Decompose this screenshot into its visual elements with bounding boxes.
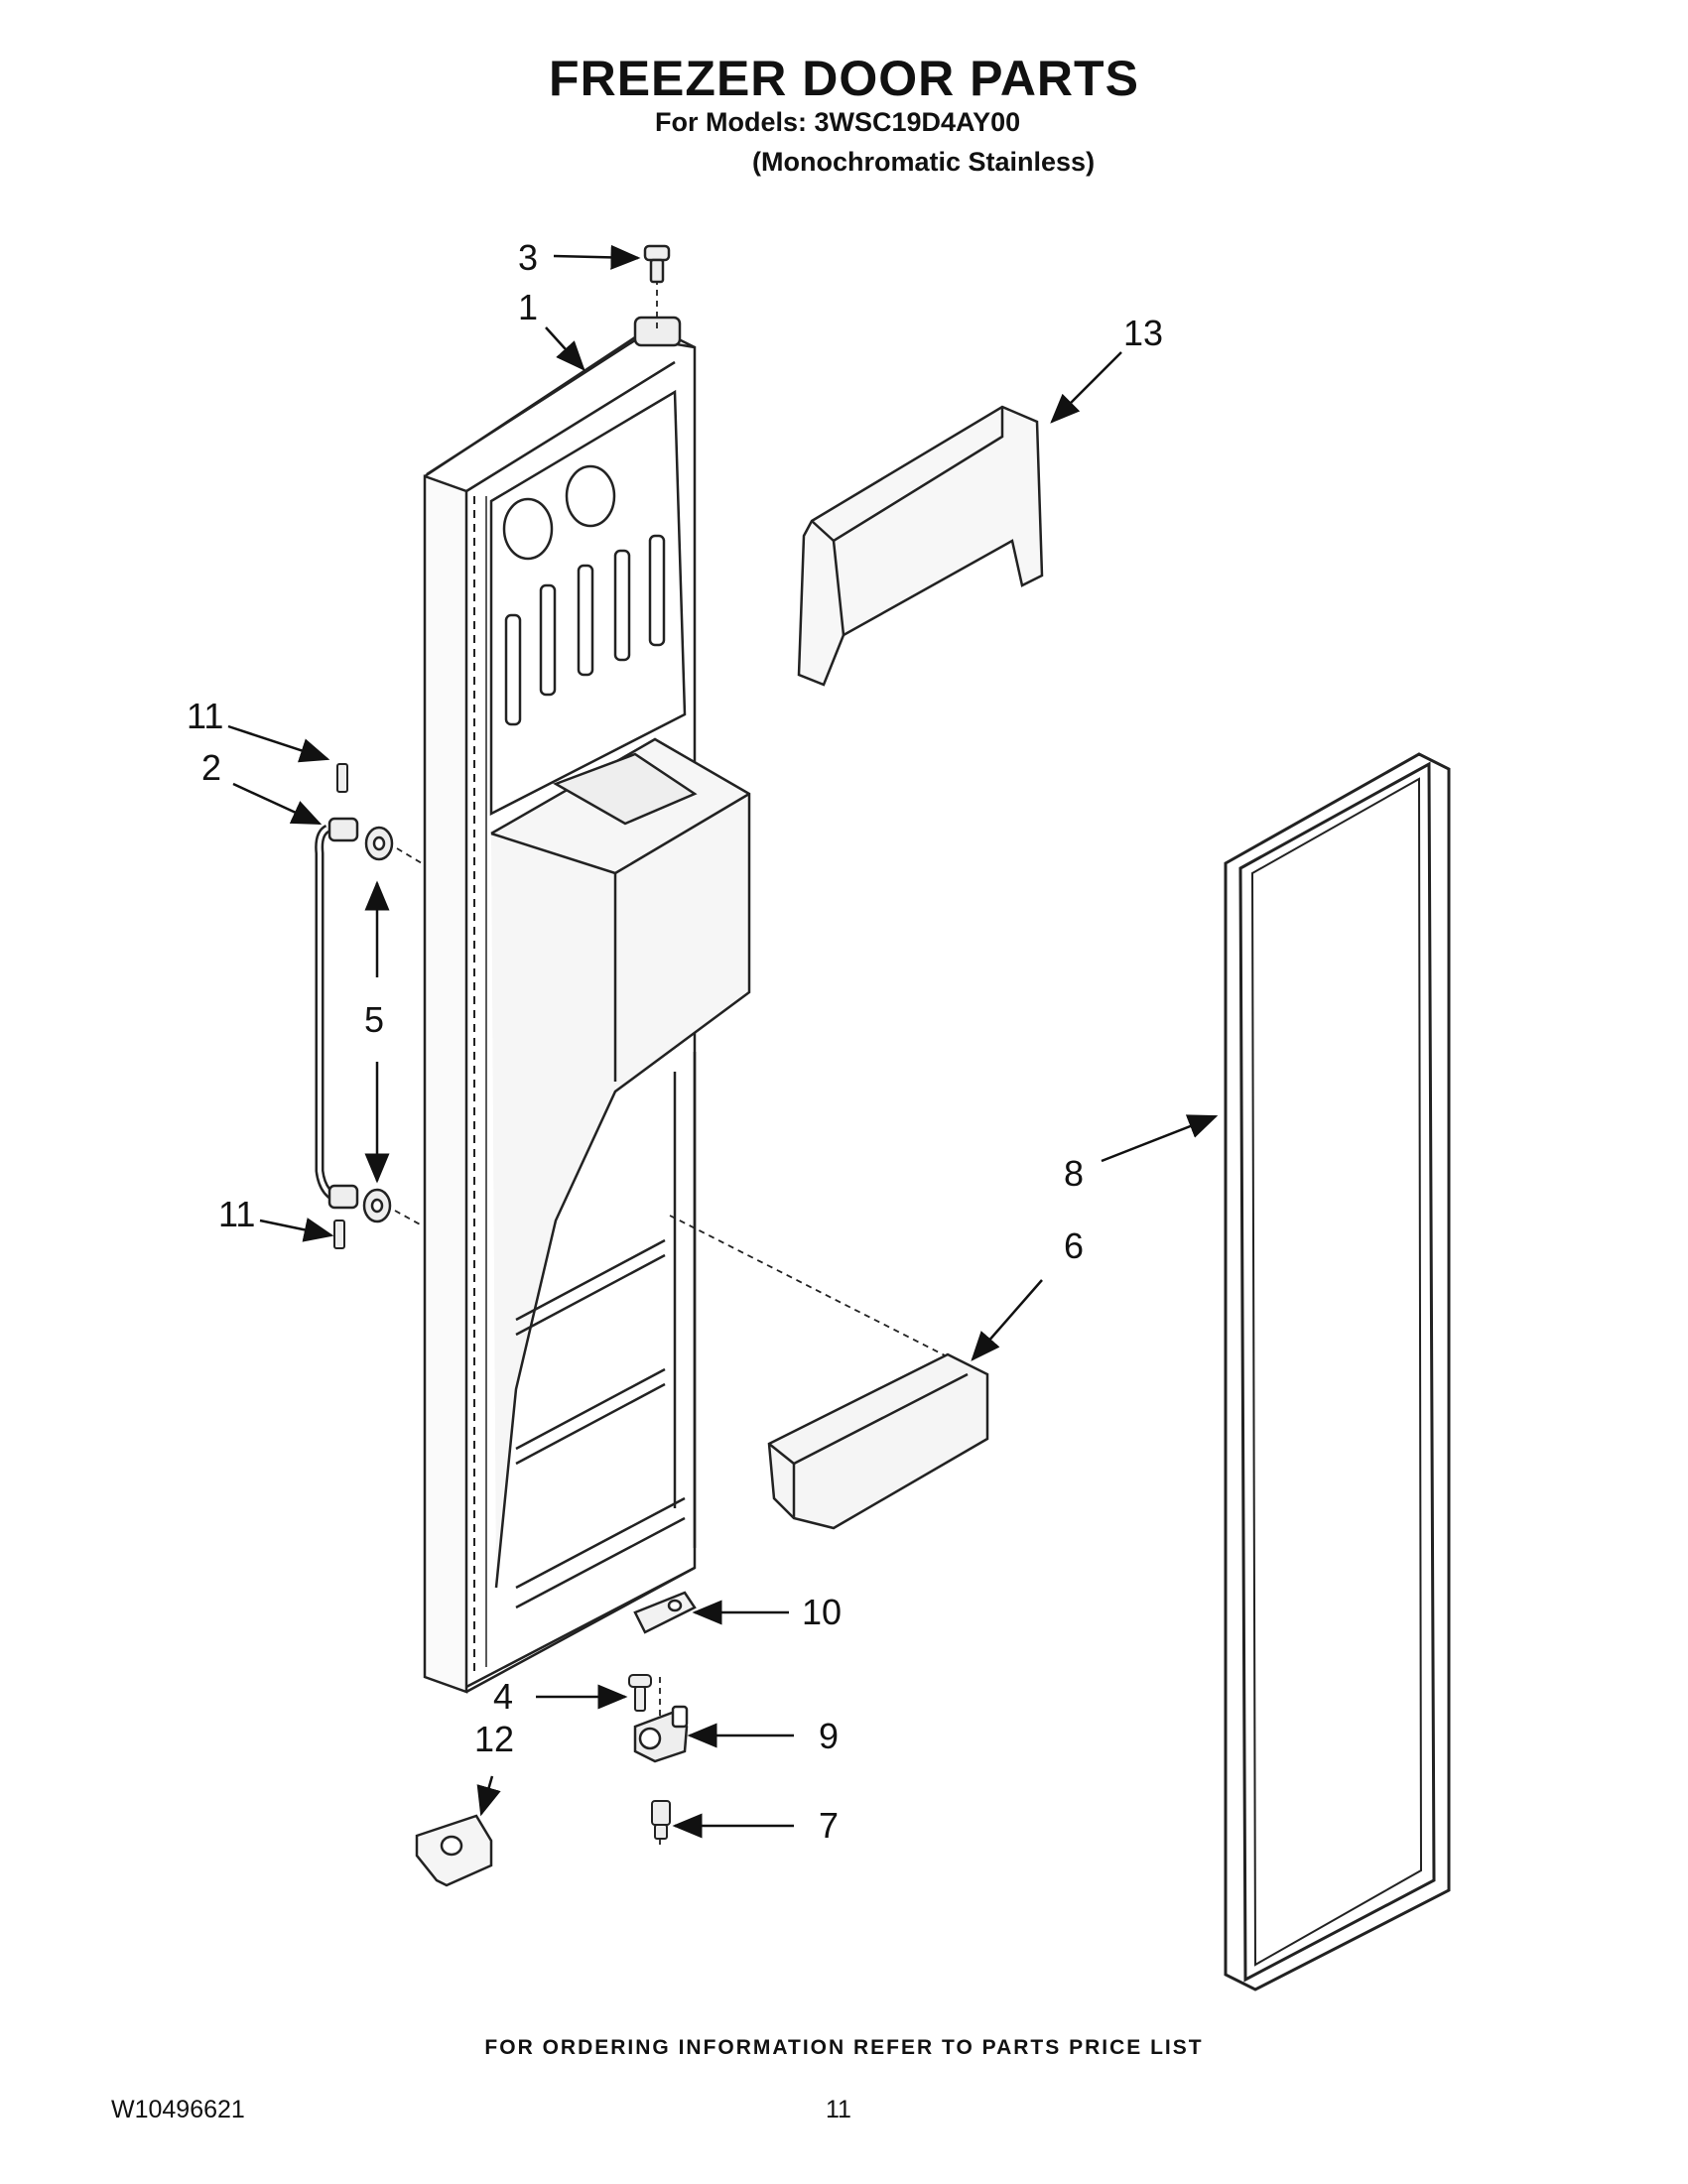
document-number: W10496621 — [111, 2096, 245, 2123]
callout-1: 1 — [518, 287, 538, 327]
callout-13: 13 — [1123, 313, 1163, 353]
models-line: For Models: 3WSC19D4AY00 — [655, 107, 1021, 137]
hinge-screw — [628, 1674, 652, 1712]
callout-11-top: 11 — [187, 696, 223, 736]
callout-7: 7 — [819, 1805, 839, 1846]
callout-10: 10 — [802, 1592, 842, 1632]
door-handle — [315, 817, 359, 1210]
callout-8: 8 — [1064, 1153, 1084, 1194]
finish-line: (Monochromatic Stainless) — [752, 147, 1096, 177]
hinge-bolt — [651, 1800, 671, 1840]
callout-3: 3 — [518, 237, 538, 278]
callout-4: 4 — [493, 1676, 513, 1717]
callout-11-bottom: 11 — [218, 1194, 255, 1234]
hinge-shim — [633, 1591, 697, 1634]
callout-5: 5 — [364, 999, 384, 1040]
bottom-hinge — [633, 1705, 689, 1763]
top-hinge-screw — [643, 244, 671, 284]
callout-2: 2 — [201, 747, 221, 788]
callout-6: 6 — [1064, 1225, 1084, 1266]
door-gasket — [1224, 752, 1451, 1991]
freezer-door — [423, 316, 751, 1694]
ordering-note: FOR ORDERING INFORMATION REFER TO PARTS … — [484, 2036, 1204, 2059]
callout-9: 9 — [819, 1716, 839, 1756]
page-title: FREEZER DOOR PARTS — [549, 51, 1139, 106]
dispenser-shield — [797, 405, 1044, 687]
handle-screws — [333, 763, 348, 1249]
handle-spacers — [362, 826, 394, 1223]
hinge-cover — [415, 1814, 493, 1887]
callout-12: 12 — [474, 1719, 514, 1759]
page-number: 11 — [826, 2096, 851, 2123]
door-bin — [767, 1352, 989, 1530]
